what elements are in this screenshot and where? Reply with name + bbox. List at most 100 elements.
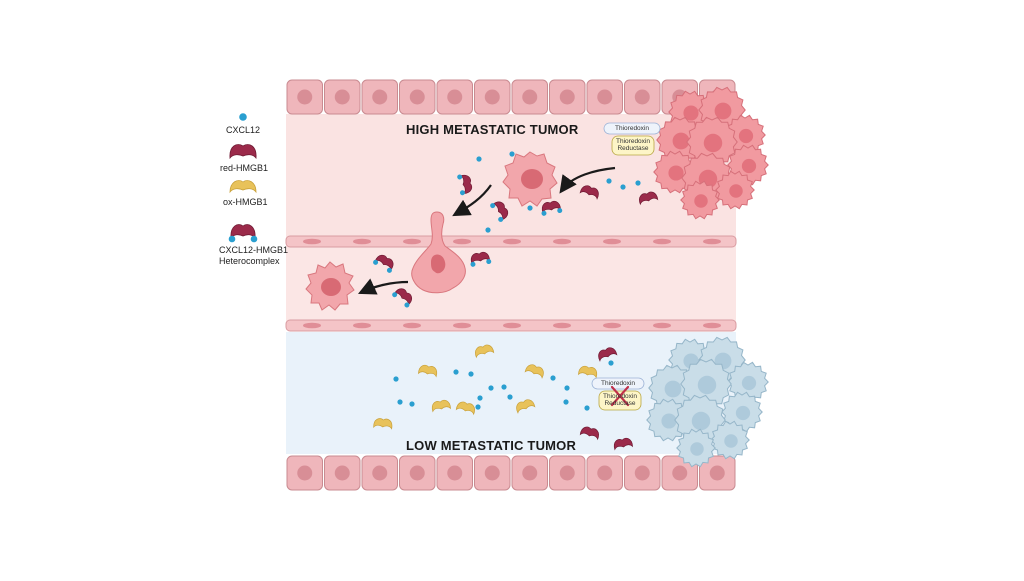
cxcl12-hmgb1-heterocomplex — [457, 174, 473, 196]
tumor-cell — [721, 391, 763, 433]
endothelial-cell — [586, 455, 623, 491]
molecules-layer — [373, 151, 659, 451]
endothelial-cell — [436, 79, 473, 115]
cxcl12-molecule — [620, 184, 626, 190]
endothelial-row-bottom — [286, 455, 736, 491]
cxcl12-molecule — [527, 205, 533, 211]
cxcl12-molecule — [409, 401, 415, 407]
endothelial-cell — [586, 79, 623, 115]
cxcl12-molecule — [563, 399, 569, 405]
endothelial-cell — [399, 79, 436, 115]
heterocomplex-legend-icon — [228, 224, 258, 243]
endothelial-cell — [436, 455, 473, 491]
endothelial-cell — [661, 455, 698, 491]
vessel-wall-nucleus — [553, 322, 571, 329]
circulating-tumor-cell — [305, 261, 355, 311]
cxcl12-molecule — [476, 156, 482, 162]
cxcl12-molecule — [468, 371, 474, 377]
thioredoxin-reductase-box-high — [611, 135, 655, 156]
vessel-wall — [285, 235, 737, 332]
reductase-label-low-2: Reductase — [604, 400, 636, 407]
ox-hmgb1-molecule — [373, 418, 393, 430]
red-hmgb1-molecule — [639, 191, 659, 206]
cxcl12-molecule — [564, 385, 570, 391]
high-metastatic-tumor-mass — [653, 86, 769, 220]
endothelial-cell — [624, 79, 661, 115]
endothelial-cell — [699, 455, 736, 491]
cxcl12-molecule — [606, 178, 612, 184]
endothelial-cell — [324, 79, 361, 115]
endothelial-cell — [361, 455, 398, 491]
cxcl12-molecule — [397, 399, 403, 405]
vessel-wall-nucleus — [403, 322, 421, 329]
ox-hmgb1-molecule — [475, 344, 495, 359]
endothelial-cell — [549, 455, 586, 491]
vessel-wall-nucleus — [353, 238, 371, 245]
endothelial-cell — [324, 455, 361, 491]
endothelial-cell — [474, 455, 511, 491]
ox-hmgb1-molecule — [455, 401, 475, 416]
thioredoxin-label-low: Thioredoxin — [601, 380, 635, 387]
cxcl12-molecule — [393, 376, 399, 382]
red-hmgb1-molecule — [579, 426, 599, 441]
vessel-wall-nucleus — [603, 238, 621, 245]
vessel-wall-nucleus — [453, 322, 471, 329]
tumor-cell — [715, 170, 755, 210]
vessel-wall-nucleus — [703, 322, 721, 329]
low-metastatic-title: LOW METASTATIC TUMOR — [406, 438, 577, 453]
cxcl12-hmgb1-heterocomplex — [470, 251, 492, 267]
inhibition-cross-icon — [610, 385, 630, 407]
cxcl12-molecule — [501, 384, 507, 390]
legend-red-hmgb1-label: red-HMGB1 — [220, 163, 269, 173]
migrating-tumor-cell — [502, 151, 558, 207]
endothelial-cell — [511, 79, 548, 115]
endothelial-row-top — [286, 79, 736, 115]
vessel-wall-nucleus — [303, 322, 321, 329]
cxcl12-hmgb1-heterocomplex — [373, 254, 394, 273]
endothelial-cell — [549, 79, 586, 115]
extravasating-tumor-cell — [411, 211, 466, 294]
cxcl12-molecule — [509, 151, 515, 157]
red-hmgb1-molecule — [613, 437, 633, 451]
tumor-cell — [680, 180, 720, 220]
endothelial-cell — [511, 455, 548, 491]
vessel-wall-nucleus — [303, 238, 321, 245]
cxcl12-hmgb1-heterocomplex — [392, 288, 413, 308]
reductase-label-low-1: Thioredoxin — [603, 393, 637, 400]
tumor-cell — [727, 361, 769, 403]
vessel-wall-nucleus — [503, 322, 521, 329]
tumor-cell — [676, 428, 716, 468]
migration-arrow-3 — [358, 278, 409, 295]
reductase-label-high-1: Thioredoxin — [616, 138, 650, 145]
thioredoxin-pill-low — [591, 377, 645, 390]
cxcl12-molecule — [635, 180, 641, 186]
cxcl12-molecule — [485, 227, 491, 233]
cxcl12-hmgb1-heterocomplex — [541, 200, 563, 216]
vessel-wall-nucleus — [403, 238, 421, 245]
vessel-wall-nucleus — [453, 238, 471, 245]
ox-hmgb1-molecule — [418, 364, 438, 378]
vessel-wall-nucleus — [653, 322, 671, 329]
endothelial-cell — [286, 455, 323, 491]
tumor-cell — [686, 116, 738, 168]
endothelial-cell — [624, 455, 661, 491]
ox-hmgb1-molecule — [431, 399, 451, 413]
low-metastatic-tumor-mass — [646, 336, 769, 468]
red-hmgb1-molecule — [598, 347, 618, 362]
vessel-wall-nucleus — [703, 238, 721, 245]
ox-hmgb1-molecule — [516, 399, 536, 414]
cxcl12-molecule — [453, 369, 459, 375]
reductase-label-high-2: Reductase — [617, 145, 649, 152]
legend-heterocomplex-label-1: CXCL12-HMGB1 — [219, 245, 289, 255]
thioredoxin-label-high: Thioredoxin — [615, 125, 649, 132]
migration-arrow-2 — [452, 184, 492, 217]
tumor-cell — [710, 420, 750, 460]
vessel-wall-nucleus — [653, 238, 671, 245]
red-hmgb1-legend-icon — [229, 144, 257, 160]
thioredoxin-pill-high — [603, 122, 661, 135]
cxcl12-molecule — [608, 360, 614, 366]
red-hmgb1-molecule — [579, 185, 599, 200]
cxcl12-molecule — [477, 395, 483, 401]
